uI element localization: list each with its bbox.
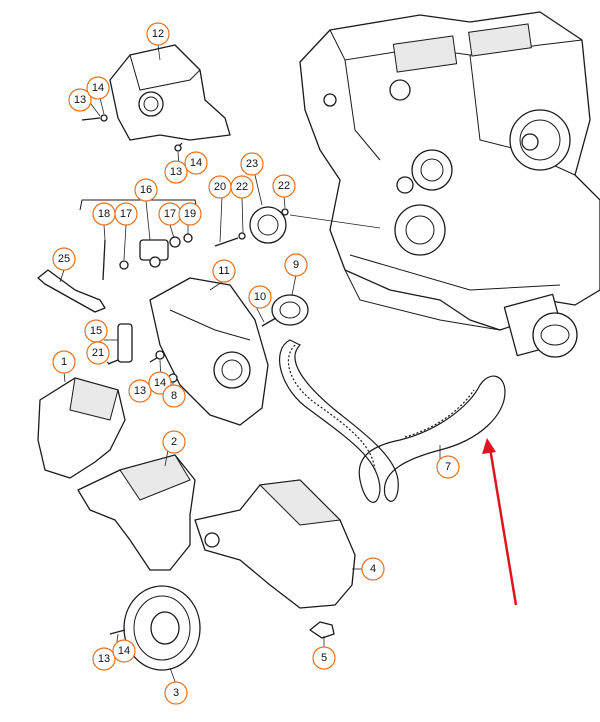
callout-17: 17 (114, 202, 138, 226)
callout-3: 3 (164, 681, 188, 705)
callout-23: 23 (240, 152, 264, 176)
callout-18: 18 (92, 202, 116, 226)
callout-12: 12 (146, 22, 170, 46)
svg-text:9: 9 (293, 259, 299, 271)
callout-7: 7 (436, 455, 460, 479)
callout-13: 13 (164, 160, 188, 184)
svg-text:21: 21 (92, 347, 104, 359)
callout-11: 11 (212, 259, 236, 283)
callout-10: 10 (248, 285, 272, 309)
callout-14: 14 (184, 151, 208, 175)
callout-17: 17 (158, 202, 182, 226)
svg-text:25: 25 (58, 253, 70, 265)
callout-13: 13 (68, 88, 92, 112)
svg-text:11: 11 (218, 265, 229, 277)
callout-8: 8 (162, 384, 186, 408)
tensioner-roller (214, 206, 289, 247)
callout-13: 13 (128, 379, 152, 403)
svg-text:3: 3 (173, 687, 179, 699)
svg-text:4: 4 (370, 563, 376, 575)
callout-14: 14 (86, 76, 110, 100)
svg-text:10: 10 (254, 291, 266, 303)
timing-belt (279, 339, 506, 503)
callout-13: 13 (92, 647, 116, 671)
callout-15: 15 (84, 319, 108, 343)
callout-9: 9 (284, 253, 308, 277)
svg-text:15: 15 (90, 325, 102, 337)
svg-text:14: 14 (190, 157, 202, 169)
callout-16: 16 (134, 178, 158, 202)
svg-text:5: 5 (321, 652, 327, 664)
crank-pulley-plate (109, 585, 201, 671)
svg-text:12: 12 (152, 28, 164, 40)
callout-14: 14 (112, 639, 136, 663)
svg-text:8: 8 (171, 390, 177, 402)
svg-text:14: 14 (118, 645, 130, 657)
lower-timing-cover (194, 479, 356, 609)
svg-text:16: 16 (140, 184, 152, 196)
svg-text:23: 23 (246, 158, 258, 170)
svg-text:14: 14 (154, 377, 166, 389)
engine-block (289, 11, 600, 358)
svg-text:22: 22 (236, 181, 248, 193)
rear-timing-cover (149, 277, 269, 426)
svg-text:7: 7 (445, 461, 451, 473)
svg-text:20: 20 (214, 181, 226, 193)
svg-text:19: 19 (184, 208, 196, 220)
pointer-arrow (482, 438, 518, 606)
callout-21: 21 (86, 341, 110, 365)
callout-25: 25 (52, 247, 76, 271)
svg-text:13: 13 (170, 166, 182, 178)
idler-pulley (261, 294, 309, 327)
callout-20: 20 (208, 175, 232, 199)
middle-cover (77, 454, 196, 571)
bolt-set-upper (81, 114, 183, 152)
upper-timing-cover (109, 44, 231, 141)
svg-text:17: 17 (120, 208, 132, 220)
callout-5: 5 (312, 646, 336, 670)
svg-text:13: 13 (98, 653, 110, 665)
callout-1: 1 (52, 350, 76, 374)
tensioner-assembly (79, 199, 198, 281)
svg-text:1: 1 (61, 356, 67, 368)
svg-text:22: 22 (278, 180, 290, 192)
svg-text:13: 13 (134, 385, 146, 397)
svg-text:2: 2 (171, 436, 177, 448)
callout-2: 2 (162, 430, 186, 454)
bracket (37, 269, 106, 313)
callout-19: 19 (178, 202, 202, 226)
callout-22: 22 (272, 174, 296, 198)
left-cover (37, 377, 126, 479)
svg-text:17: 17 (164, 208, 176, 220)
svg-text:13: 13 (74, 94, 86, 106)
clip (309, 621, 335, 639)
svg-text:18: 18 (98, 208, 110, 220)
svg-text:14: 14 (92, 82, 104, 94)
callouts: 12 13 14 13 14 23 20 22 22 16 18 17 17 1… (52, 22, 460, 705)
callout-22: 22 (230, 175, 254, 199)
callout-4: 4 (361, 557, 385, 581)
